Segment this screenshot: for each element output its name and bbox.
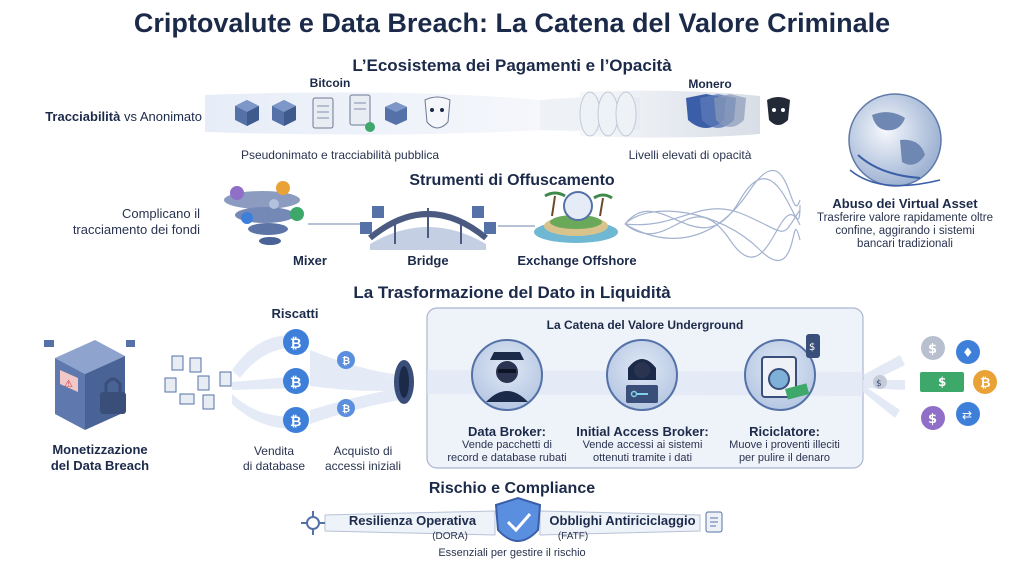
svg-text:$: $	[928, 342, 937, 357]
pipe-connector	[394, 360, 414, 404]
virtual-asset-description: Trasferire valore rapidamente oltre conf…	[800, 212, 1010, 251]
data-broker-desc-line1: Vende pacchetti di	[462, 439, 552, 451]
bitcoin-label: Bitcoin	[309, 76, 351, 90]
aml-label: Obblighi Antiriciclaggio	[549, 513, 696, 528]
svg-text:⇄: ⇄	[962, 408, 972, 422]
monetization-line1: Monetizzazione	[52, 442, 148, 457]
launderer-name: Riciclatore:	[749, 424, 820, 439]
document-icons	[164, 355, 232, 410]
dollar-coin-small-icon: $	[873, 375, 887, 389]
database-sale-label: Vendita di database	[234, 444, 314, 474]
monetization-label: Monetizzazione del Data Breach	[30, 442, 170, 474]
transformation-title: La Trasformazione del Dato in Liquidità	[353, 283, 671, 302]
traceability-label: Tracciabilità vs Anonimato	[12, 109, 202, 124]
svg-text:$: $	[876, 379, 882, 389]
mixer-tornado-icon	[224, 181, 304, 245]
launderer-icon: $	[744, 334, 820, 411]
access-broker-card: Initial Access Broker: Vende accessi ai …	[570, 424, 715, 465]
database-sale-line1: Vendita	[253, 444, 295, 458]
initial-access-line1: Acquisto di	[333, 444, 393, 458]
flow-streams	[232, 335, 400, 429]
traceability-rest: vs Anonimato	[120, 109, 202, 124]
svg-text:₿: ₿	[980, 376, 991, 391]
dora-label: (DORA)	[432, 531, 468, 542]
obfuscation-description: Complicano il tracciamento dei fondi	[40, 206, 200, 238]
monero-shield-icons	[686, 94, 790, 128]
bitcoin-stream	[205, 92, 640, 135]
bitcoin-description: Pseudonimato e tracciabilità pubblica	[240, 148, 440, 162]
checklist-document-icon	[705, 511, 723, 533]
data-broker-desc-line2: record e database rubati	[447, 452, 567, 464]
access-broker-desc-line2: ottenuti tramite i dati	[592, 452, 693, 464]
svg-text:₿: ₿	[342, 403, 350, 415]
launderer-desc-line2: per pulire il denaro	[738, 452, 831, 464]
fatf-label: (FATF)	[557, 531, 589, 542]
resilience-label: Resilienza Operativa	[348, 513, 477, 528]
bridge-label: Bridge	[407, 253, 449, 268]
ecosystem-title: L’Ecosistema dei Pagamenti e l’Opacità	[352, 56, 672, 75]
launderer-desc-line1: Muove i proventi illeciti	[729, 439, 840, 451]
initial-access-label: Acquisto di accessi iniziali	[318, 444, 408, 474]
svg-text:♦: ♦	[962, 346, 974, 361]
virtual-asset-desc-line2: confine, aggirando i sistemi	[835, 225, 975, 237]
bitcoin-block-icons	[235, 94, 451, 132]
risk-footer: Essenziali per gestire il rischio	[438, 547, 586, 559]
shield-check-icon	[494, 496, 542, 542]
risk-bar	[324, 510, 701, 536]
svg-text:$: $	[809, 342, 815, 353]
launderer-card: Riciclatore: Muove i proventi illeciti p…	[717, 424, 852, 465]
svg-text:$: $	[938, 375, 946, 389]
tangled-lines-graphic	[624, 170, 801, 261]
virtual-asset-title: Abuso dei Virtual Asset	[832, 196, 978, 211]
output-coin-icons: $ ♦ $ ₿ $ ⇄	[920, 336, 997, 430]
access-broker-name: Initial Access Broker:	[576, 424, 709, 439]
obfuscation-desc-line1: Complicano il	[121, 206, 200, 221]
svg-text:$: $	[928, 412, 937, 427]
svg-text:₿: ₿	[342, 355, 350, 367]
offshore-island-icon	[534, 191, 618, 243]
data-broker-icon	[471, 339, 543, 411]
svg-text:⚠: ⚠	[64, 379, 73, 390]
initial-access-line2: accessi iniziali	[324, 459, 402, 473]
data-broker-card: Data Broker: Vende pacchetti di record e…	[442, 424, 572, 465]
database-sale-line2: di database	[242, 459, 306, 473]
svg-text:₿: ₿	[290, 375, 301, 391]
svg-text:₿: ₿	[290, 336, 301, 352]
traceability-bold: Tracciabilità	[45, 109, 121, 124]
risk-title: Rischio e Compliance	[428, 480, 596, 497]
exchange-offshore-label: Exchange Offshore	[517, 253, 637, 268]
monero-description: Livelli elevati di opacità	[628, 148, 752, 162]
bridge-icon	[360, 206, 496, 250]
access-broker-icon	[606, 339, 678, 411]
data-broker-name: Data Broker:	[467, 424, 547, 439]
monetization-line2: del Data Breach	[50, 458, 150, 473]
data-breach-server-icon: ⚠	[44, 340, 135, 430]
virtual-asset-desc-line1: Trasferire valore rapidamente oltre	[817, 212, 993, 224]
underground-title: La Catena del Valore Underground	[546, 318, 744, 332]
gear-network-icon	[301, 511, 325, 535]
svg-text:₿: ₿	[290, 414, 301, 430]
mixer-label: Mixer	[293, 253, 327, 268]
obfuscation-desc-line2: tracciamento dei fondi	[72, 222, 200, 237]
ransom-label: Riscatti	[271, 306, 319, 321]
globe-icon	[848, 93, 942, 187]
monero-label: Monero	[688, 77, 732, 91]
obfuscation-title: Strumenti di Offuscamento	[409, 172, 615, 189]
virtual-asset-desc-line3: bancari tradizionali	[857, 238, 953, 250]
bitcoin-coin-icons: ₿ ₿ ₿ ₿ ₿	[283, 329, 355, 433]
page-title: Criptovalute e Data Breach: La Catena de…	[133, 8, 891, 38]
access-broker-desc-line1: Vende accessi ai sistemi	[582, 439, 703, 451]
